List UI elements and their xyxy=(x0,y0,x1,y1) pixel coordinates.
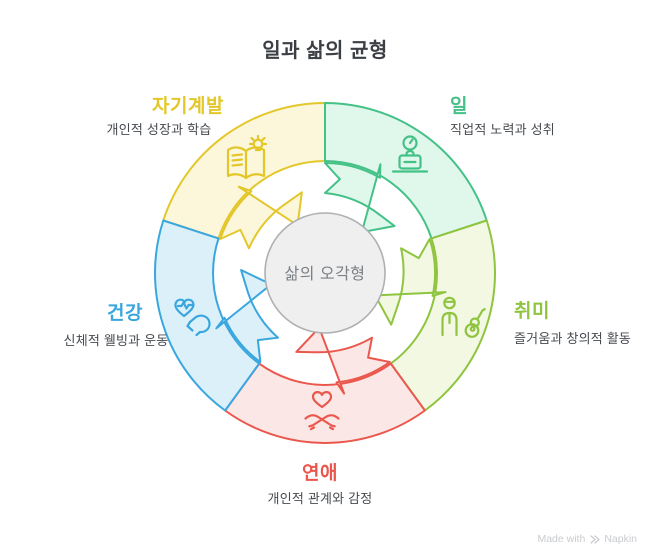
label-romance: 연애 xyxy=(302,463,338,484)
label-self-development: 자기계발 xyxy=(152,96,224,117)
description-hobby: 즐거움과 창의적 활동 xyxy=(514,331,632,346)
watermark-prefix: Made with xyxy=(537,533,586,545)
description-health: 신체적 웰빙과 운동 xyxy=(63,333,169,348)
label-work: 일 xyxy=(450,96,468,117)
center-hub-label: 삶의 오각형 xyxy=(284,266,366,283)
page-title: 일과 삶의 균형 xyxy=(262,40,388,62)
person-guitar-icon xyxy=(441,296,486,338)
cycle-arrow-health xyxy=(215,269,279,364)
description-romance: 개인적 관계와 감정 xyxy=(267,491,373,506)
heart-hands-icon xyxy=(304,391,340,431)
book-lightbulb-icon xyxy=(226,134,268,180)
watermark-brand: Napkin xyxy=(604,533,637,545)
center-hub-circle xyxy=(264,212,386,334)
segment-romance xyxy=(224,362,426,444)
description-work: 직업적 노력과 성취 xyxy=(450,122,555,137)
cycle-arrow-self-development xyxy=(219,185,303,250)
cycle-arrow-work xyxy=(323,161,396,234)
segment-health xyxy=(154,219,261,412)
description-self-development: 개인적 성장과 학습 xyxy=(106,122,212,137)
watermark: Made with Napkin xyxy=(537,533,637,545)
heart-pulse-muscle-icon xyxy=(174,298,211,337)
briefcase-clock-icon xyxy=(391,135,429,173)
label-hobby: 취미 xyxy=(514,301,550,322)
cycle-arrow-romance xyxy=(295,326,391,395)
label-health: 건강 xyxy=(107,303,143,324)
napkin-logo-icon xyxy=(590,534,600,544)
cycle-arrow-hobby xyxy=(374,237,447,326)
